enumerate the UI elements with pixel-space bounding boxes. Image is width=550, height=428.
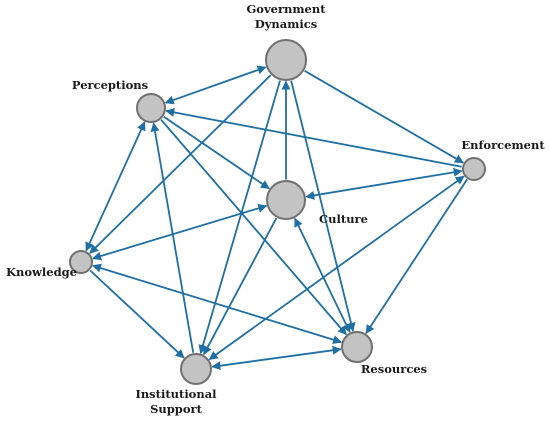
node-label-line: Government xyxy=(246,2,326,16)
node-gov xyxy=(265,39,307,81)
edge-perc-know xyxy=(85,121,146,252)
node-label-enf: Enforcement xyxy=(461,138,545,152)
node-cult xyxy=(266,180,306,220)
edge-cult-res xyxy=(294,217,351,333)
node-label-line: Resources xyxy=(361,362,427,376)
node-res xyxy=(341,331,373,363)
node-label-know: Knowledge xyxy=(6,265,77,279)
edge-enf-cult xyxy=(305,167,463,200)
node-label-line: Dynamics xyxy=(255,17,317,31)
node-enf xyxy=(462,157,486,181)
node-label-line: Support xyxy=(150,402,202,416)
node-label-res: Resources xyxy=(361,362,427,376)
node-label-line: Knowledge xyxy=(6,265,77,279)
node-label-line: Institutional xyxy=(135,387,217,401)
edges-layer xyxy=(85,65,468,371)
edge-cult-know xyxy=(92,203,268,261)
edge-inst-res xyxy=(211,345,342,371)
node-inst xyxy=(180,353,212,385)
edge-enf-res xyxy=(365,178,468,334)
edge-enf-perc xyxy=(165,107,462,168)
edge-gov-know xyxy=(89,74,272,254)
node-label-line: Perceptions xyxy=(72,78,148,92)
node-label-cult: Culture xyxy=(319,212,368,226)
edge-gov-inst xyxy=(198,80,281,355)
edge-cult-inst xyxy=(203,217,278,356)
nodes-layer xyxy=(69,39,486,385)
edge-perc-res xyxy=(160,119,347,336)
node-label-line: Enforcement xyxy=(461,138,545,152)
edge-know-inst xyxy=(89,269,185,359)
edge-gov-enf xyxy=(304,70,464,164)
edge-inst-perc xyxy=(150,122,195,353)
node-perc xyxy=(136,93,166,123)
edge-enf-inst xyxy=(208,175,465,361)
edge-gov-perc xyxy=(164,65,267,105)
node-label-line: Culture xyxy=(319,212,368,226)
node-know xyxy=(69,250,93,274)
edge-know-res xyxy=(92,263,343,345)
node-label-perc: Perceptions xyxy=(72,78,148,92)
